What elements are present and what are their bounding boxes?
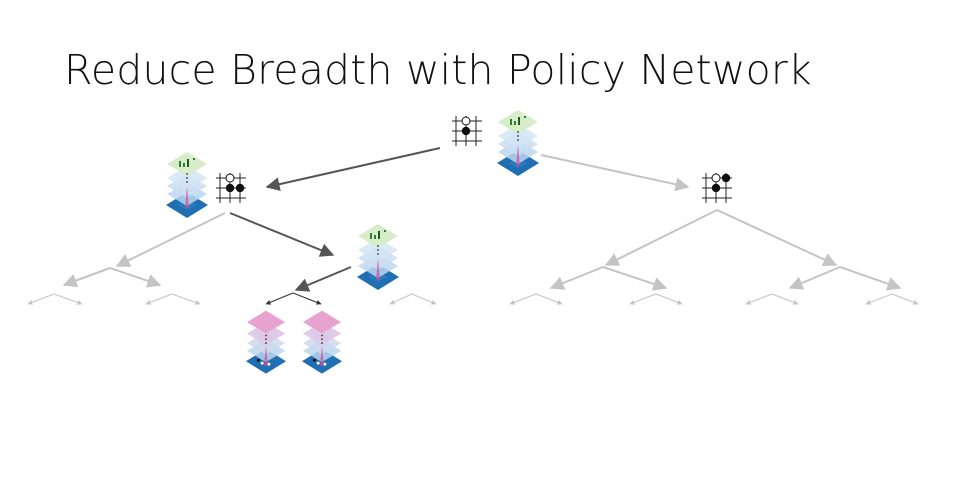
- faded-arrow: [549, 266, 604, 290]
- faded-leaf-arrow: [53, 293, 83, 305]
- faded-leaf-arrow: [891, 293, 919, 305]
- faded-arrow: [604, 209, 718, 266]
- faded-arrow: [716, 209, 838, 267]
- faded-leaf-arrow: [535, 293, 563, 305]
- active-arrow: [294, 266, 352, 292]
- active-branch-arrows: [229, 147, 441, 292]
- faded-leaf-arrow: [745, 293, 773, 305]
- faded-arrow: [540, 154, 690, 192]
- faded-arrow: [115, 212, 226, 267]
- faded-arrow: [62, 267, 111, 288]
- faded-leaf-arrow: [389, 293, 413, 305]
- slide-title: Reduce Breadth with Policy Network: [64, 46, 812, 94]
- value-network-stack-icon: [301, 310, 343, 374]
- active-arrow: [229, 212, 335, 257]
- leaf-arrow: [265, 292, 294, 305]
- faded-leaf-arrow: [509, 293, 537, 305]
- faded-arrow: [839, 266, 902, 291]
- pruned-branch-arrows: [62, 154, 902, 291]
- leaf-arrow: [292, 292, 322, 305]
- go-board-icon: [702, 173, 732, 203]
- faded-leaf-arrow: [655, 293, 683, 305]
- policy-network-stack-icon: [497, 110, 539, 176]
- policy-network-stack-icon: [166, 152, 208, 218]
- faded-arrow: [602, 266, 668, 291]
- leaf-arrows: [265, 292, 322, 305]
- faded-leaf-arrow: [411, 293, 437, 305]
- faded-leaf-arrow: [171, 293, 201, 305]
- faded-arrow: [788, 266, 841, 290]
- faded-leaf-arrow: [27, 293, 55, 305]
- value-network-stack-icon: [245, 310, 287, 374]
- faded-leaf-arrow: [629, 293, 657, 305]
- pruned-leaf-arrows: [27, 293, 919, 305]
- faded-leaf-arrow: [771, 293, 799, 305]
- policy-network-stack-icon: [357, 224, 399, 290]
- faded-arrow: [109, 267, 162, 288]
- faded-leaf-arrow: [865, 293, 893, 305]
- faded-leaf-arrow: [145, 293, 173, 305]
- go-board-icon: [452, 116, 482, 146]
- go-board-icon: [216, 173, 246, 203]
- active-arrow: [265, 147, 441, 192]
